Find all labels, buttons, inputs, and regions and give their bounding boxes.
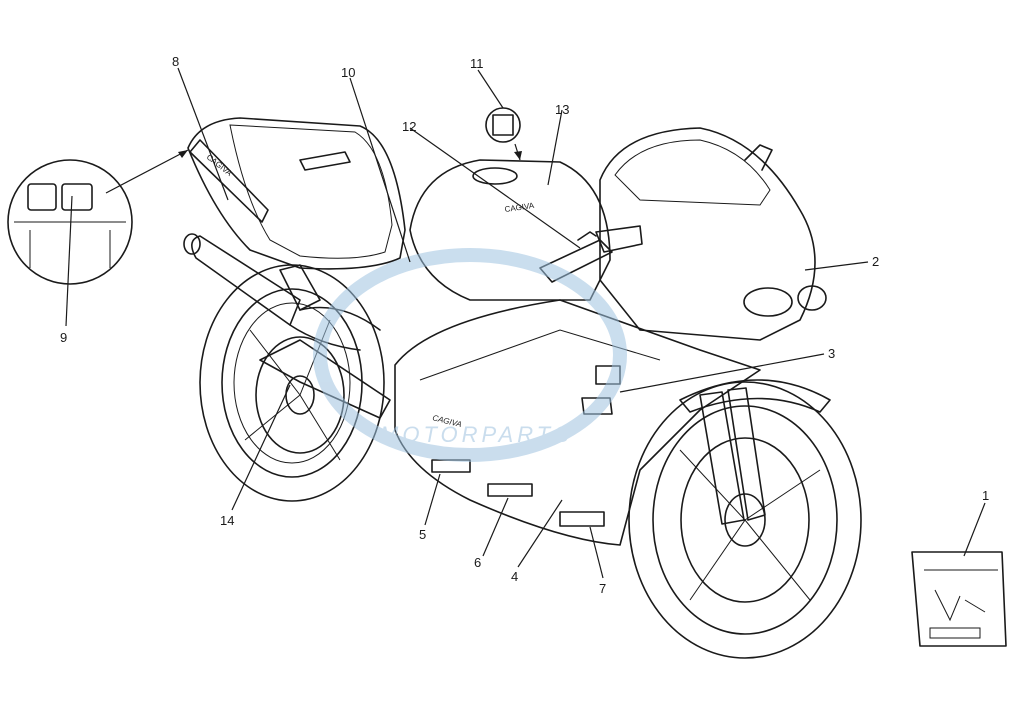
front-fork xyxy=(679,379,831,525)
callout-6: 6 xyxy=(474,555,481,570)
handlebar xyxy=(539,225,643,283)
callout-7: 7 xyxy=(599,581,606,596)
callout-3: 3 xyxy=(828,346,835,361)
callout-8: 8 xyxy=(172,54,179,69)
exhaust-silencer xyxy=(183,233,361,351)
decal-strip-7 xyxy=(559,511,605,527)
callout-11: 11 xyxy=(470,56,484,71)
part-1-decal-kit xyxy=(911,551,1007,647)
callout-labels: 1 2 3 4 5 6 7 8 9 10 11 12 13 14 xyxy=(60,54,989,596)
front-fairing xyxy=(599,127,827,341)
leader-lines xyxy=(65,67,986,579)
front-wheel xyxy=(628,381,862,659)
watermark-text: MOTORPARTS xyxy=(380,422,573,447)
callout-10: 10 xyxy=(341,65,355,80)
part-11-decal xyxy=(485,107,521,143)
callout-9: 9 xyxy=(60,330,67,345)
callout-13: 13 xyxy=(555,102,569,117)
callout-4: 4 xyxy=(511,569,518,584)
callout-14: 14 xyxy=(220,513,234,528)
callout-2: 2 xyxy=(872,254,879,269)
watermark: MOTORPARTS xyxy=(313,248,627,462)
callout-12: 12 xyxy=(402,119,416,134)
detail-9-inset xyxy=(7,159,133,285)
callout-1: 1 xyxy=(982,488,989,503)
front-brake-disc xyxy=(680,437,810,603)
callout-5: 5 xyxy=(419,527,426,542)
tail-brand-decal: CAGIVA xyxy=(205,152,234,178)
rear-wheel xyxy=(199,264,385,502)
decal-strip-6 xyxy=(487,483,533,497)
tank-brand-decal: CAGIVA xyxy=(504,201,535,214)
tail-section: CAGIVA xyxy=(187,117,406,270)
